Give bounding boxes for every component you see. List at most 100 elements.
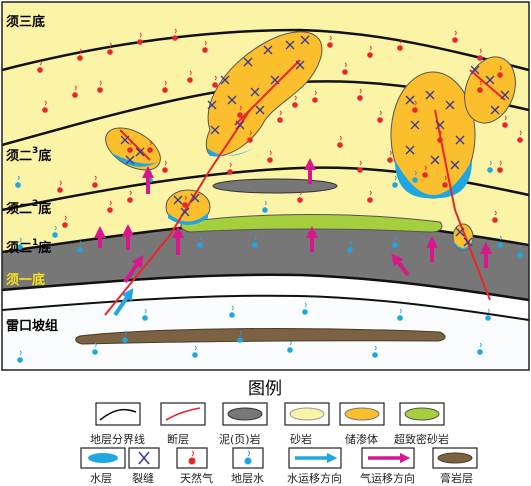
water-droplet bbox=[487, 160, 493, 173]
gas-droplet bbox=[477, 80, 483, 93]
legend-label-mudstone: 泥(页)岩 bbox=[219, 432, 261, 446]
water-droplet bbox=[77, 240, 83, 253]
fracture-mark bbox=[455, 135, 465, 145]
water-droplet bbox=[17, 350, 23, 363]
fracture-mark bbox=[190, 193, 200, 203]
gas-droplet bbox=[162, 160, 168, 173]
fracture-mark bbox=[135, 147, 145, 157]
fracture-mark bbox=[235, 120, 245, 130]
water-droplet bbox=[229, 305, 235, 318]
fracture-mark bbox=[207, 100, 217, 110]
gas-droplet bbox=[452, 30, 458, 43]
fracture-mark bbox=[125, 155, 135, 165]
gas-droplet bbox=[92, 175, 98, 188]
gas-droplet bbox=[337, 135, 343, 148]
fracture-mark bbox=[405, 95, 415, 105]
gypsum-layer-icon bbox=[437, 452, 473, 464]
cross-section: 须三底 须二3底 须二2底 须二1底 须一底 雷口坡组 bbox=[1, 1, 530, 371]
legend-label-gas: 天然气 bbox=[180, 471, 213, 485]
gas-droplet bbox=[442, 175, 448, 188]
gas-droplet bbox=[517, 130, 523, 143]
gas-migration-arrows bbox=[94, 158, 492, 284]
water-droplet bbox=[287, 340, 293, 353]
gas-droplet bbox=[367, 45, 373, 58]
gas-droplet bbox=[297, 190, 303, 203]
gas-droplet bbox=[342, 62, 348, 75]
gas-droplet bbox=[277, 110, 283, 123]
legend-row-1-labels: 地层分界线 断层 泥(页)岩 砂岩 储渗体 超致密砂岩 bbox=[90, 432, 449, 446]
fracture-mark bbox=[405, 145, 415, 155]
gas-droplet bbox=[107, 200, 113, 213]
gas-droplet bbox=[327, 35, 333, 48]
gas-droplet bbox=[162, 80, 168, 93]
gas-droplet bbox=[107, 42, 113, 55]
legend-row-1 bbox=[95, 402, 445, 426]
boundary-line-icon bbox=[99, 408, 137, 421]
legend: 图例 地层分界线 断层 泥(页)岩 砂岩 储渗体 超致密砂岩 bbox=[80, 379, 478, 485]
gas-droplet bbox=[212, 75, 218, 88]
gas-droplet bbox=[437, 130, 443, 143]
water-droplet bbox=[497, 235, 503, 248]
gas-droplet bbox=[127, 140, 133, 153]
reservoir-body-small-top-right bbox=[464, 56, 516, 124]
legend-label-boundary: 地层分界线 bbox=[90, 432, 145, 446]
legend-row-2-labels: 水层 裂缝 天然气 地层水 水运移方向 气运移方向 膏岩层 bbox=[90, 471, 473, 485]
sandstone-icon bbox=[289, 407, 325, 421]
fracture-mark bbox=[250, 87, 260, 97]
gas-droplet bbox=[42, 100, 48, 113]
water-migration-arrow bbox=[113, 288, 134, 317]
reservoir-body-large-right bbox=[390, 71, 476, 199]
fault-line-icon bbox=[165, 407, 201, 421]
xu2-2-sandstone bbox=[2, 184, 529, 252]
fracture-mark bbox=[210, 125, 220, 135]
boundary-leikoupo bbox=[1, 294, 530, 321]
tight-sandstone-icon bbox=[404, 407, 440, 421]
gas-droplet bbox=[137, 32, 143, 45]
gas-droplet bbox=[477, 48, 483, 61]
fracture-mark bbox=[410, 120, 420, 130]
fracture-mark bbox=[255, 105, 265, 115]
water-droplet bbox=[252, 235, 258, 248]
water-droplet bbox=[15, 175, 21, 188]
water-droplet bbox=[347, 240, 353, 253]
fracture-mark bbox=[435, 120, 445, 130]
water-droplet bbox=[392, 235, 398, 248]
gas-droplet bbox=[62, 215, 68, 228]
legend-label-water-migration: 水运移方向 bbox=[287, 471, 342, 485]
gas-droplet bbox=[497, 65, 503, 78]
fracture-mark bbox=[227, 95, 237, 105]
mudstone-lens bbox=[212, 178, 338, 194]
boundary-xu1 bbox=[1, 273, 530, 302]
gas-droplet bbox=[312, 90, 318, 103]
water-droplet bbox=[392, 175, 398, 188]
legend-label-reservoir: 储渗体 bbox=[345, 432, 378, 446]
water-droplet bbox=[412, 170, 418, 183]
water-droplet bbox=[517, 245, 523, 258]
fracture-mark bbox=[263, 45, 273, 55]
reservoir-body-icon bbox=[344, 407, 380, 421]
water-droplet bbox=[17, 237, 23, 250]
water-droplet bbox=[122, 330, 128, 343]
fracture-mark bbox=[500, 90, 510, 100]
legend-label-formation-water: 地层水 bbox=[231, 472, 264, 485]
gas-droplet bbox=[227, 162, 233, 175]
gas-droplet bbox=[172, 28, 178, 41]
gas-droplet bbox=[97, 80, 103, 93]
legend-row-2 bbox=[80, 447, 478, 469]
gas-droplet bbox=[237, 105, 243, 118]
legend-label-gas-migration: 气运移方向 bbox=[360, 471, 415, 485]
formation-water-icon bbox=[244, 450, 252, 465]
gas-droplet bbox=[357, 88, 363, 101]
gas-droplet bbox=[187, 70, 193, 83]
gas-droplet bbox=[377, 110, 383, 123]
gas-droplet bbox=[147, 140, 153, 153]
water-droplet bbox=[92, 342, 98, 355]
gas-droplet bbox=[357, 160, 363, 173]
faults bbox=[104, 59, 506, 316]
fracture-mark bbox=[455, 227, 465, 237]
gas-droplet bbox=[292, 95, 298, 108]
water-droplet bbox=[237, 330, 243, 343]
layer-label-xu1: 须一底 bbox=[6, 272, 45, 288]
layer-label-xu2-3: 须二3底 bbox=[6, 146, 51, 164]
